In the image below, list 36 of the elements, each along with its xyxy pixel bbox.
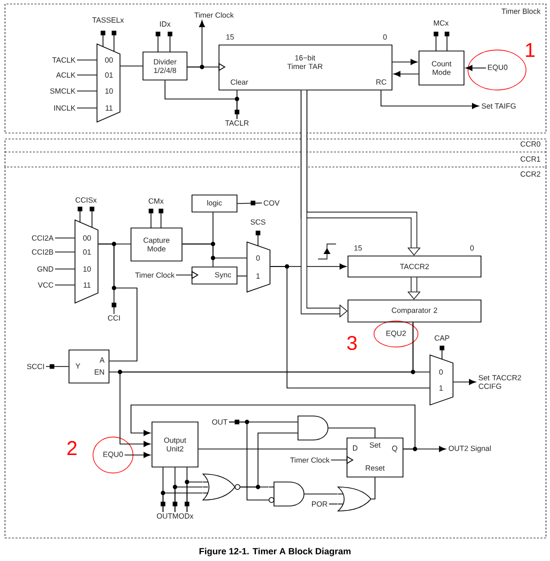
connector xyxy=(164,80,238,120)
connector xyxy=(380,90,479,109)
connector xyxy=(54,284,75,286)
logic-gate xyxy=(338,486,372,512)
handwritten-number: 2 xyxy=(67,441,77,455)
connector xyxy=(392,59,418,65)
connector xyxy=(76,90,97,92)
handwritten-number: 3 xyxy=(347,336,357,350)
connector xyxy=(174,486,203,512)
connector xyxy=(394,71,419,77)
connector xyxy=(182,244,247,258)
connector xyxy=(403,446,446,452)
connector xyxy=(46,366,69,367)
connector xyxy=(186,482,203,512)
connector xyxy=(371,477,376,500)
logic-gate xyxy=(202,474,240,500)
connector xyxy=(240,486,269,488)
figure-caption: Figure 12-1. Timer A Block Diagram xyxy=(200,548,350,556)
logic-gate xyxy=(298,416,328,440)
connector xyxy=(270,266,430,388)
connector xyxy=(198,448,347,450)
connector xyxy=(120,322,414,447)
connector xyxy=(76,74,97,76)
connector xyxy=(466,65,486,71)
handwritten-number: 1 xyxy=(526,43,535,57)
logic-gate xyxy=(268,482,304,506)
connector xyxy=(328,428,376,438)
connector xyxy=(453,379,476,385)
connector xyxy=(162,492,203,512)
connector xyxy=(124,452,150,458)
connector xyxy=(98,244,138,362)
connector xyxy=(228,422,269,500)
connector xyxy=(130,404,416,450)
connector xyxy=(187,20,205,68)
connector xyxy=(54,268,75,270)
connector xyxy=(237,202,262,204)
